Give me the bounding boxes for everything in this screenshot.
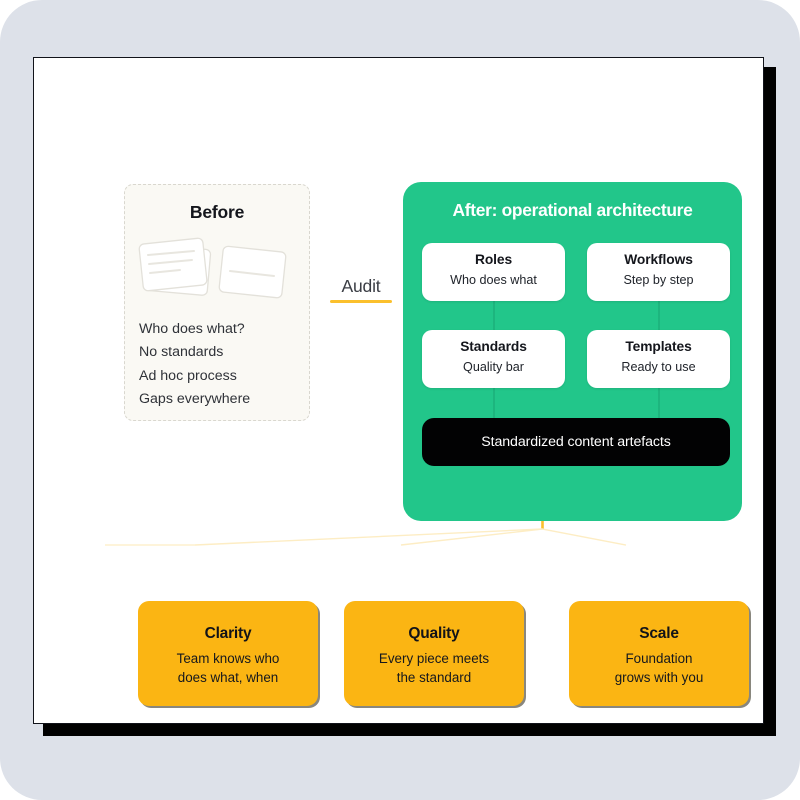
- pillar-subtitle: Step by step: [623, 273, 694, 287]
- outcome-subtitle: Team knows who does what, when: [176, 651, 280, 685]
- pillar-title: Roles: [474, 252, 513, 267]
- pillar-subtitle: Who does what: [450, 273, 537, 287]
- outcome-title: Scale: [639, 625, 679, 642]
- after-panel: After: operational architecture Roles Wh…: [403, 182, 742, 521]
- pillar-subtitle: Ready to use: [621, 360, 696, 374]
- pillar-card-standards[interactable]: Standards Quality bar: [422, 330, 565, 388]
- before-pain-point-list: Who does what? No standards Ad hoc proce…: [139, 318, 304, 411]
- scattered-documents-icon: [138, 237, 287, 299]
- outcome-title: Clarity: [204, 625, 252, 642]
- pillar-title: Standards: [460, 339, 527, 354]
- diagram-canvas: Before Who does what? No standards Ad ho: [33, 57, 764, 724]
- outcome-card-scale[interactable]: Scale Foundation grows with you: [569, 601, 749, 706]
- list-item: No standards: [139, 344, 224, 361]
- artefact-output-bar: Standardized content artefacts: [422, 418, 730, 466]
- pillar-card-roles[interactable]: Roles Who does what: [422, 243, 565, 301]
- pillar-title: Workflows: [624, 252, 693, 267]
- audit-label-text: Audit: [341, 276, 381, 296]
- after-panel-title: After: operational architecture: [452, 200, 693, 220]
- connector-stub: [658, 301, 660, 330]
- list-item: Who does what?: [139, 321, 245, 337]
- before-panel: Before Who does what? No standards Ad ho: [124, 184, 310, 421]
- outcome-card-clarity[interactable]: Clarity Team knows who does what, when: [138, 601, 318, 706]
- list-item: Gaps everywhere: [139, 390, 251, 407]
- pillar-card-workflows[interactable]: Workflows Step by step: [587, 243, 730, 301]
- pillar-card-templates[interactable]: Templates Ready to use: [587, 330, 730, 388]
- outcome-title: Quality: [408, 625, 460, 642]
- list-item: Ad hoc process: [139, 367, 237, 384]
- before-title: Before: [189, 202, 245, 222]
- audit-underline: [330, 300, 392, 304]
- audit-transition-label: Audit: [330, 276, 392, 304]
- artefact-output-label: Standardized content artefacts: [481, 434, 671, 450]
- outcome-subtitle: Every piece meets the standard: [378, 651, 490, 685]
- connector-stub: [493, 388, 495, 418]
- pillar-subtitle: Quality bar: [463, 360, 524, 374]
- pillar-title: Templates: [625, 339, 692, 354]
- outcome-card-quality[interactable]: Quality Every piece meets the standard: [344, 601, 524, 706]
- connector-stub: [493, 301, 495, 330]
- outcome-subtitle: Foundation grows with you: [614, 651, 704, 685]
- connector-stub: [658, 388, 660, 418]
